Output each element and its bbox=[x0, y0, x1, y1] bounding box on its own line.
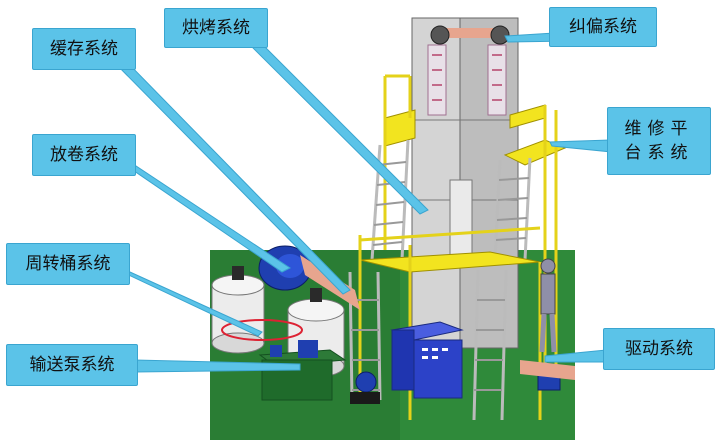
baking-tower bbox=[412, 18, 518, 348]
label-buffer-text: 缓存系统 bbox=[50, 38, 118, 60]
label-pump-system: 输送泵系统 bbox=[6, 344, 138, 386]
label-baking-text: 烘烤系统 bbox=[182, 17, 250, 39]
label-unwind-text: 放卷系统 bbox=[50, 144, 118, 166]
label-pump-text: 输送泵系统 bbox=[30, 354, 115, 376]
label-correction-text: 纠偏系统 bbox=[569, 16, 637, 38]
label-drive-text: 驱动系统 bbox=[625, 338, 693, 360]
label-platform-system: 维修平台系统 bbox=[607, 107, 711, 175]
label-correction-system: 纠偏系统 bbox=[549, 7, 657, 47]
label-buffer-system: 缓存系统 bbox=[32, 28, 136, 70]
label-tank-text: 周转桶系统 bbox=[26, 253, 111, 275]
label-platform-text: 维修平台系统 bbox=[617, 117, 701, 165]
label-baking-system: 烘烤系统 bbox=[164, 8, 268, 48]
label-unwind-system: 放卷系统 bbox=[32, 134, 136, 176]
label-drive-system: 驱动系统 bbox=[603, 328, 715, 370]
label-tank-system: 周转桶系统 bbox=[6, 243, 130, 285]
